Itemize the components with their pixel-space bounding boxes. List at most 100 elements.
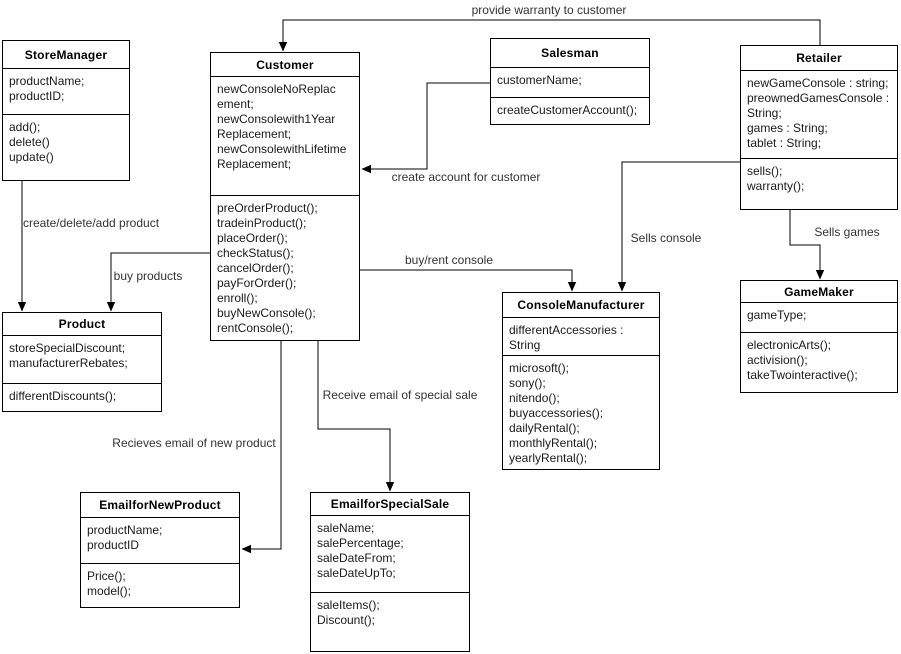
edge-label-sells-console: Sells console	[630, 231, 702, 245]
class-methods-email-for-special-sale: saleItems();Discount();	[311, 593, 469, 653]
class-title-email-for-special-sale: EmailforSpecialSale	[311, 493, 469, 516]
attribute-line: preownedGamesConsole :	[747, 91, 890, 105]
class-methods-customer: preOrderProduct();tradeinProduct();place…	[211, 196, 359, 342]
class-console-manufacturer: ConsoleManufacturer differentAccessories …	[502, 292, 660, 470]
method-line: rentConsole();	[217, 321, 294, 335]
class-title-product: Product	[3, 313, 161, 336]
method-line: monthlyRental();	[509, 436, 598, 450]
edge-buy-products	[106, 252, 210, 312]
edge-create-account	[361, 82, 490, 174]
class-salesman: Salesman customerName; createCustomerAccou…	[490, 38, 650, 125]
class-attributes-email-for-special-sale: saleName;salePercentage;saleDateFrom;sal…	[311, 516, 469, 593]
class-attributes-salesman: customerName;	[491, 68, 649, 98]
class-attributes-retailer: newGameConsole : string;preownedGamesCon…	[741, 71, 897, 159]
method-line: buyNewConsole();	[217, 306, 316, 320]
method-line: buyaccessories();	[509, 406, 604, 420]
class-methods-game-maker: electronicArts();activision();takeTwoint…	[741, 333, 897, 394]
attribute-line: String;	[747, 106, 782, 120]
edge-label-receive-email-special-sale: Receive email of special sale	[322, 388, 478, 402]
class-title-retailer: Retailer	[741, 46, 897, 71]
class-methods-console-manufacturer: microsoft();sony();nitendo();buyaccessor…	[503, 356, 659, 471]
method-line: createCustomerAccount();	[497, 103, 638, 117]
attribute-line: saleDateFrom;	[317, 551, 396, 565]
attribute-line: productID	[87, 538, 140, 552]
method-line: activision();	[747, 353, 808, 367]
method-line: differentDiscounts();	[9, 389, 117, 403]
attribute-line: newGameConsole : string;	[747, 76, 889, 90]
attribute-line: productName;	[87, 523, 163, 537]
method-line: preOrderProduct();	[217, 201, 318, 215]
attribute-line: storeSpecialDiscount;	[9, 341, 126, 355]
edge-recieves-email-new-product	[241, 341, 282, 554]
attribute-line: Replacement;	[217, 157, 292, 171]
method-line: yearlyRental();	[509, 451, 588, 465]
edge-sells-games	[789, 210, 825, 280]
edge-sells-console	[617, 161, 740, 292]
class-title-game-maker: GameMaker	[741, 281, 897, 303]
attribute-line: Replacement;	[217, 127, 292, 141]
attribute-line: salePercentage;	[317, 536, 404, 550]
method-line: model();	[87, 584, 132, 598]
class-attributes-email-for-new-product: productName;productID	[81, 518, 239, 564]
method-line: saleItems();	[317, 598, 380, 612]
method-line: cancelOrder();	[217, 261, 294, 275]
class-title-store-manager: StoreManager	[3, 41, 129, 69]
class-attributes-store-manager: productName;productID;	[3, 69, 129, 115]
attribute-line: customerName;	[497, 73, 582, 87]
class-attributes-game-maker: gameType;	[741, 303, 897, 333]
class-attributes-product: storeSpecialDiscount;manufacturerRebates…	[3, 336, 161, 384]
attribute-line: tablet : String;	[747, 136, 822, 150]
class-title-salesman: Salesman	[491, 39, 649, 68]
class-methods-email-for-new-product: Price();model();	[81, 564, 239, 609]
method-line: tradeinProduct();	[217, 216, 307, 230]
attribute-line: productID;	[9, 89, 65, 103]
attribute-line: ement;	[217, 97, 254, 111]
attribute-line: gameType;	[747, 308, 807, 322]
attribute-line: saleDateUpTo;	[317, 566, 396, 580]
method-line: payForOrder();	[217, 276, 297, 290]
class-title-customer: Customer	[211, 53, 359, 77]
attribute-line: newConsoleNoReplac	[217, 82, 336, 96]
attribute-line: newConsolewith1Year	[217, 112, 336, 126]
attribute-line: manufacturerRebates;	[9, 356, 128, 370]
edge-buy-rent-console	[360, 269, 577, 292]
method-line: dailyRental();	[509, 421, 580, 435]
method-line: delete()	[9, 135, 50, 149]
method-line: checkStatus();	[217, 246, 294, 260]
attribute-line: productName;	[9, 74, 85, 88]
class-game-maker: GameMaker gameType; electronicArts();activ…	[740, 280, 898, 393]
attribute-line: games : String;	[747, 121, 828, 135]
edge-label-create-account: create account for customer	[391, 170, 541, 184]
method-line: Price();	[87, 569, 126, 583]
class-attributes-console-manufacturer: differentAccessories : String	[503, 318, 659, 356]
edge-label-recieves-email-new-product: Recieves email of new product	[112, 436, 276, 450]
class-methods-product: differentDiscounts();	[3, 384, 161, 413]
edge-label-buy-rent-console: buy/rent console	[404, 253, 494, 267]
edge-provide-warranty	[278, 19, 821, 52]
class-title-console-manufacturer: ConsoleManufacturer	[503, 293, 659, 318]
edge-label-provide-warranty: provide warranty to customer	[471, 3, 627, 17]
edge-receive-email-special-sale	[317, 341, 395, 492]
method-line: enroll();	[217, 291, 258, 305]
method-line: Discount();	[317, 613, 376, 627]
edge-label-create-delete-add-product: create/delete/add product	[22, 216, 160, 230]
method-line: update()	[9, 150, 54, 164]
method-line: sells();	[747, 164, 783, 178]
method-line: microsoft();	[509, 361, 569, 375]
method-line: warranty();	[747, 179, 805, 193]
class-title-email-for-new-product: EmailforNewProduct	[81, 493, 239, 518]
class-methods-retailer: sells();warranty();	[741, 159, 897, 211]
method-line: takeTwointeractive();	[747, 368, 858, 382]
method-line: placeOrder();	[217, 231, 288, 245]
class-methods-salesman: createCustomerAccount();	[491, 98, 649, 126]
method-line: sony();	[509, 376, 546, 390]
attribute-line: differentAccessories : String	[509, 323, 624, 352]
